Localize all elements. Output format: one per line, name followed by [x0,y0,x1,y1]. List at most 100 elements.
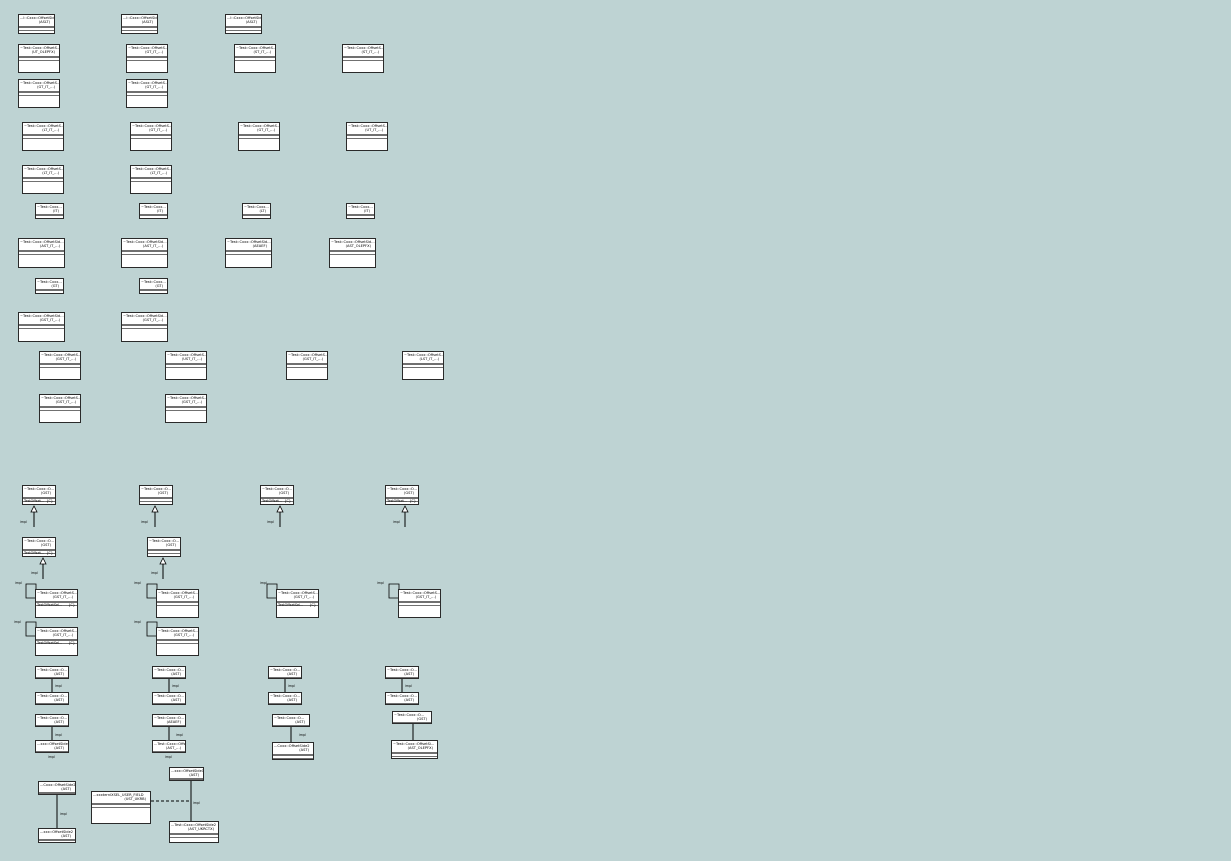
uml-class-box[interactable]: ~Test::Cxxx::O...(GST)TestOffset...{C} [260,485,294,505]
uml-class-box[interactable]: ~Test::Cxxx::O...(AST) [152,692,186,705]
compartment-divider [36,601,77,603]
uml-class-box[interactable]: ~Test::Cxxx::O...(AST) [35,692,69,705]
uml-class-box[interactable]: ~Test::Cxxx::O...(AST) [268,666,302,679]
uml-class-box[interactable]: ~Test::Cxxx::OffsetS...(GST_IT_...)TestO… [276,589,319,618]
relationship-label: impl [176,733,183,737]
compartment-divider [122,328,167,329]
class-name: ~Test::Cxxx::OffsetS... [132,167,172,171]
class-stereotype: (LT_IT_...) [150,171,167,176]
class-header: ~Test::Cxxx::O...(AST) [269,667,301,677]
class-header: ...xxx::OffsetSide1(AST) [170,768,203,778]
uml-class-box[interactable]: ~Test::Cxxx::O...(GST)TestOffset...{C} [22,537,56,557]
uml-class-box[interactable]: ~Test::Cxxx::OffsetS...(GST_IT_...)TestO… [35,589,78,618]
compartment-divider [23,501,55,502]
uml-class-box[interactable]: ~Test::Cxxx...(IT) [346,203,375,219]
class-header: ~Test::Cxxx::OffsetS...(LT_IT_...) [131,166,171,176]
uml-class-box[interactable]: ~Test::Cxxx::O...(GST)TestOffset...{C} [22,485,56,505]
uml-class-box[interactable]: ...xxxternlXSEL_USER_FIELD(UST_UKRB) [91,791,151,824]
uml-class-box[interactable]: ~Test::Cxxx::OffsetS...(GT_IT_...) [130,122,172,151]
compartment-divider [153,703,185,704]
uml-class-box[interactable]: ...Test::Cxxx::Offse...(AST_...)TestOffs… [152,740,186,753]
uml-class-box[interactable]: ~Test::Cxxx::OffsetS...(GT_IT_...) [126,79,168,108]
uml-class-box[interactable]: ~Test::Cxxx::O...(GST) [392,711,432,724]
uml-class-box[interactable]: ~Test::Cxxx::OffsetSid...(AEAEF) [225,238,272,268]
uml-class-box[interactable]: ~Test::Cxxx::OffsetSid...(GST_IT_...) [18,312,65,342]
uml-class-box[interactable]: ~Test::Cxxx::OffsetSid...(AST_OLEPFX) [329,238,376,268]
uml-class-box[interactable]: ~Test::Cxxx::OffsetS...(GST_IT_...) [286,351,328,380]
uml-class-box[interactable]: ~Test::Cxxx::OffsetS...(GST_IT_...) [156,627,199,656]
uml-class-box[interactable]: ~Test::Cxxx::O...(AEAEF) [152,714,186,727]
uml-class-box[interactable]: ~Test::Cxxx::OffsetSid...(AST_IT_...) [121,238,168,268]
uml-class-box[interactable]: ~Test::Cxxx::OffsetSid...(AST_IT_...) [18,238,65,268]
uml-class-box[interactable]: ...l::Cxxx::OffsetSide(ASLT) [121,14,158,34]
uml-class-box[interactable]: ~Test::Cxxx::OffsetS...(ST_IT_...) [342,44,384,73]
uml-class-box[interactable]: ~Test::Cxxx::OffsetS...(GST_IT_...) [156,589,199,618]
uml-class-box[interactable]: ~Test::Cxxx...(GT) [139,278,168,294]
uml-class-box[interactable]: ~Test::Cxxx::OffsetS...(GT_IT_...) [18,79,60,108]
uml-class-box[interactable]: ~Test::Cxxx...(GT) [35,278,64,294]
generalization-arrowhead [39,557,47,565]
class-name: ~Test::Cxxx::OffsetS... [41,396,81,400]
compartment-divider [273,725,309,726]
uml-class-box[interactable]: ~Test::Cxxx::OffsetS...(UST_IT_...) [165,351,207,380]
uml-class-box[interactable]: ~Test::Cxxx::O...(AST) [35,714,69,727]
relationship-label: impl [260,581,267,585]
uml-class-box[interactable]: ~Test::Cxxx::OffsetS...(GST_IT_...) [39,394,81,423]
uml-class-box[interactable]: ...Test::Cxxx::OffsetSide2(AST_UKRCTX) [169,821,219,843]
uml-class-box[interactable]: ~Test::Cxxx::O...(AST) [385,666,419,679]
uml-class-box[interactable]: ...l::Cxxx::OffsetSide(ASLT) [18,14,55,34]
class-name: ~Test::Cxxx::OffsetS... [348,124,388,128]
uml-class-box[interactable]: ~Test::Cxxx::O...(AST) [268,692,302,705]
uml-class-box[interactable]: ~Test::Cxxx::OffsetS...(GT_IT_...) [238,122,280,151]
uml-class-box[interactable]: ...l::Cxxx::OffsetSide(ASLT) [225,14,262,34]
uml-class-box[interactable]: ~Test::Cxxx::O...(GST) [147,537,181,557]
uml-class-box[interactable]: ~Test::Cxxx::O...(AST) [35,666,69,679]
class-stereotype: (GST_IT_...) [142,318,163,323]
relationship-label: impl [393,520,400,524]
uml-class-box[interactable]: ~Test::Cxxx::OffsetS...(LT_IT_...) [22,122,64,151]
class-header: ~Test::Cxxx::O...(GST) [386,486,418,496]
class-name: ...Cxxx::OffsetSide2 [40,783,76,787]
uml-class-box[interactable]: ~Test::Cxxx::O...(GST)TestOffset...{C} [385,485,419,505]
compartment-divider [399,601,440,603]
class-name: ~Test::Cxxx::OffsetS... [400,591,441,595]
uml-class-box[interactable]: ~Test::Cxxx::OffsetS...(LT_IT_...) [22,165,64,194]
class-header: ...xxx::OffsetSide2(AST) [39,829,75,839]
uml-class-box[interactable]: ~Test::Cxxx::OffsetS...(UT_IT_...) [346,122,388,151]
uml-class-box[interactable]: ~Test::Cxxx::OffsetS...(GST_IT_...) [398,589,441,618]
uml-class-box[interactable]: ~Test::Cxxx...(LT) [242,203,271,219]
uml-class-box[interactable]: ~Test::Cxxx::OffsetS...(GST_IT_...) [165,394,207,423]
uml-class-box[interactable]: ~Test::Cxxx::OffsetS...(LT_IT_...) [130,165,172,194]
relationship-label: impl [134,620,141,624]
uml-class-box[interactable]: ~Test::Cxxx::O...(AST) [385,692,419,705]
class-stereotype: (GST_IT_...) [39,318,60,323]
uml-class-box[interactable]: ~Test::Cxxx::O...(AST) [272,714,310,727]
class-stereotype: (AST) [404,672,414,677]
uml-class-box[interactable]: ...xxx::OffsetSide2(AST) [38,828,76,843]
uml-class-box[interactable]: ~Test::Cxxx::OffsetS...(UT_OLEPFX) [18,44,60,73]
class-header: ~Test::Cxxx::OffsetSid...(AEAEF) [226,239,271,249]
uml-class-box[interactable]: ...Cxxx::OffsetSide2(AST) [38,781,76,795]
uml-class-box[interactable]: ~Test::Cxxx::OffsetS...(GST_IT_...) [39,351,81,380]
uml-class-box[interactable]: ...xxx::OffsetSide1(AST) [169,767,204,781]
uml-class-box[interactable]: ~Test::Cxxx...(IT) [139,203,168,219]
class-name: ~Test::Cxxx::O... [37,668,67,672]
uml-class-box[interactable]: ~Test::Cxxx::OffsetS...(GT_IT_...) [126,44,168,73]
uml-class-box[interactable]: ~Test::Cxxx...(IT) [35,203,64,219]
uml-class-box[interactable]: ~Test::Cxxx::OffsetSid...(GST_IT_...) [121,312,168,342]
generalization-arrowhead [401,505,409,513]
uml-class-box[interactable]: ~Test::Cxxx::O...(GST) [139,485,173,505]
class-header: ~Test::Cxxx...(IT) [36,204,63,214]
uml-class-box[interactable]: ...xxx::OffsetSide2(AST) [35,740,69,753]
uml-class-box[interactable]: ~Test::Cxxx::OffsetS...(GST_IT_...)TestO… [35,627,78,656]
uml-class-box[interactable]: ~Test::Cxxx::O...(AST) [152,666,186,679]
class-name: ~Test::Cxxx::OffsetS... [167,353,207,357]
class-stereotype: (LT) [259,209,266,214]
uml-class-box[interactable]: ~Test::Cxxx::OffsetSi...(AST_OLEPFX) [391,740,438,759]
operation-name: TestOffsetSel... [37,641,63,645]
class-name: ...Test::Cxxx::Offse... [154,742,186,746]
uml-class-box[interactable]: ~Test::Cxxx::OffsetS...(LST_IT_...) [402,351,444,380]
compartment-divider [393,722,431,723]
uml-class-box[interactable]: ~Test::Cxxx::OffsetS...(ST_IT_...) [234,44,276,73]
uml-class-box[interactable]: ...Cxxx::OffsetSide2(AST) [272,742,314,760]
